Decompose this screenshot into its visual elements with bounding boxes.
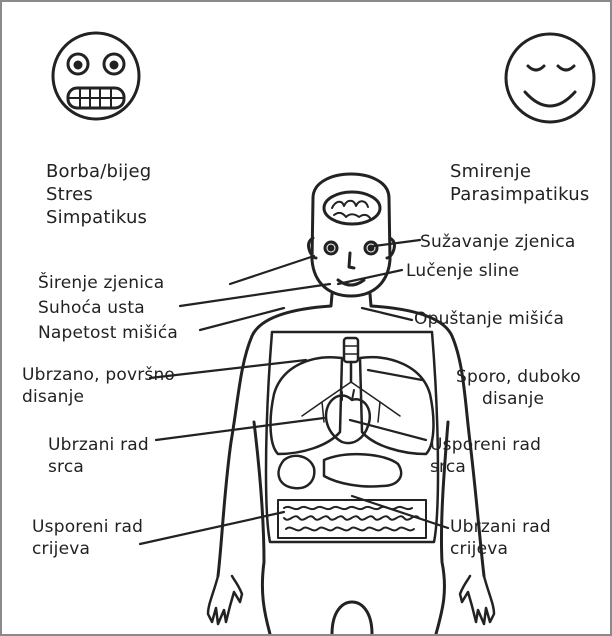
right-hand-outline <box>460 576 494 624</box>
calm-line-2: Parasimpatikus <box>450 183 589 206</box>
stress-line-2: Stres <box>46 183 151 206</box>
stress-line-1: Borba/bijeg <box>46 160 151 183</box>
label-pointer-lines <box>140 240 448 544</box>
heart-outline <box>326 390 370 443</box>
label-fast-intestines: Ubrzani rad crijeva <box>450 516 551 560</box>
label-fast-breathing: Ubrzano, površno disanje <box>22 364 175 408</box>
grimacing-face-icon <box>53 33 139 119</box>
label-slow-breathing: Sporo, duboko disanje <box>456 366 581 410</box>
stress-labels: Borba/bijeg Stres Simpatikus <box>46 160 151 229</box>
label-fast-heart: Ubrzani rad srca <box>48 434 149 478</box>
label-slow-intestines: Usporeni rad crijeva <box>32 516 143 560</box>
smiling-face-icon <box>506 34 594 122</box>
label-slow-heart: Usporeni rad srca <box>430 434 541 478</box>
label-saliva: Lučenje sline <box>406 260 519 282</box>
label-muscle-tension: Napetost mišića <box>38 322 178 344</box>
calm-line-1: Smirenje <box>450 160 589 183</box>
calm-labels: Smirenje Parasimpatikus <box>450 160 589 206</box>
label-dry-mouth: Suhoća usta <box>38 297 145 319</box>
label-pupil-constriction: Sužavanje zjenica <box>420 231 576 253</box>
stress-line-3: Simpatikus <box>46 206 151 229</box>
digestive-organs-outline <box>279 454 402 488</box>
left-hand-outline <box>208 576 242 624</box>
label-pupil-dilation: Širenje zjenica <box>38 272 164 294</box>
head-outline <box>309 174 395 296</box>
label-muscle-relaxation: Opuštanje mišića <box>414 308 564 330</box>
